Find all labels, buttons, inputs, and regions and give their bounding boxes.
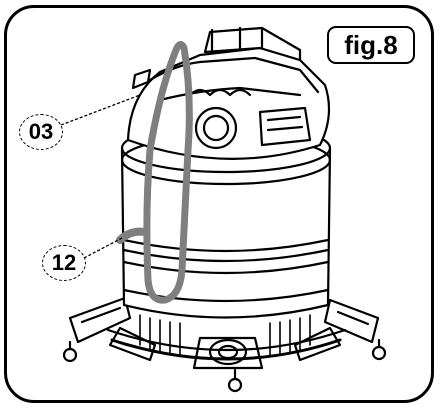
motor-head <box>126 26 331 160</box>
leader-line-03 <box>60 94 141 126</box>
leader-line-12 <box>83 237 123 259</box>
callout-03: 03 <box>19 114 63 150</box>
hose-highlight <box>143 41 193 304</box>
callout-12: 12 <box>42 245 86 281</box>
base-caster-assembly <box>62 296 387 393</box>
figure-frame <box>4 5 434 403</box>
figure-label: fig.8 <box>327 26 415 64</box>
